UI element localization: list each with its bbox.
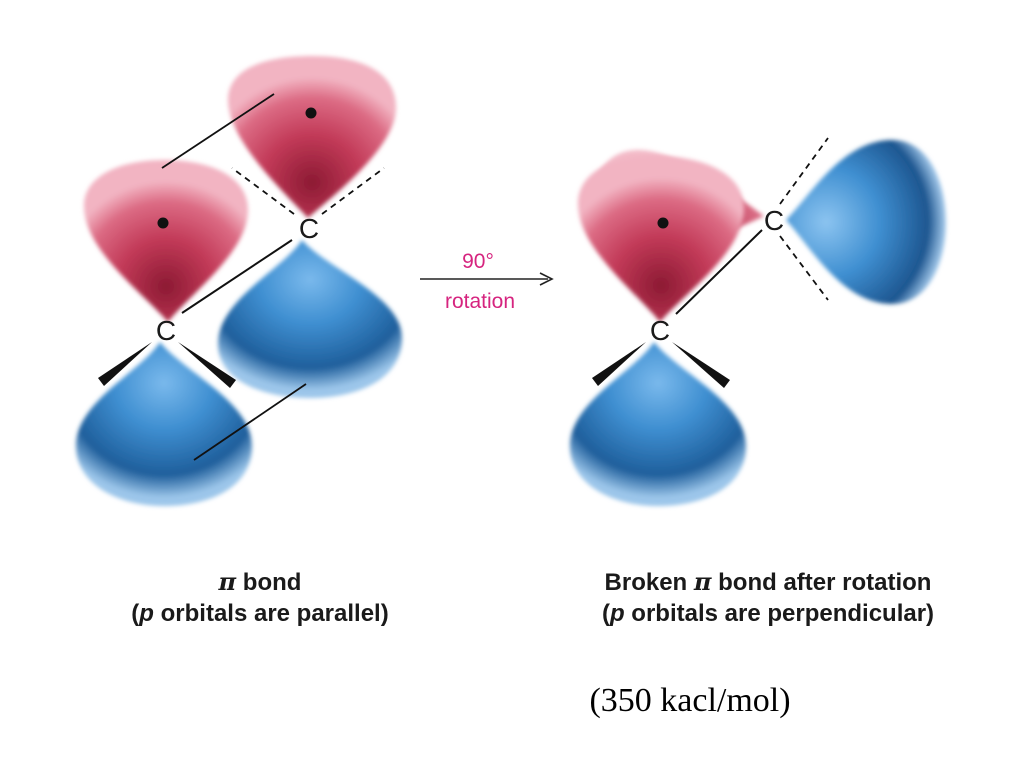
caption-text: orbitals are perpendicular) <box>624 600 935 627</box>
red-p-orbital-lobe-back <box>228 56 396 218</box>
carbon-label-back: C <box>299 213 319 244</box>
red-p-orbital-lobe-fixed <box>578 156 744 322</box>
red-p-orbital-lobe-front <box>84 160 248 322</box>
pi-bond-molecule: C C <box>76 56 402 506</box>
rotation-action-label: rotation <box>445 290 515 313</box>
p-symbol: p <box>139 600 154 627</box>
caption-text: bond <box>236 569 302 596</box>
p-symbol: p <box>609 600 625 627</box>
blue-p-orbital-lobe-back <box>218 240 402 398</box>
wedge-bond-front-left <box>98 342 152 386</box>
sigma-bond-line-rotated <box>675 229 763 315</box>
wedge-bond-fixed-left <box>592 342 646 386</box>
carbon-label-fixed: C <box>650 315 670 346</box>
electron-dot-back <box>305 107 317 119</box>
sigma-bond-line <box>181 239 293 314</box>
blue-p-orbital-lobe-fixed <box>570 342 746 506</box>
caption-text: Broken <box>604 569 694 596</box>
blue-p-orbital-lobe-front <box>76 342 252 506</box>
caption-text: ( <box>131 600 140 627</box>
wedge-bond-front-right <box>178 342 236 388</box>
energy-note: (350 kacl/mol) <box>589 682 791 719</box>
electron-dot-front <box>157 217 169 229</box>
caption-text: ( <box>601 600 610 627</box>
pi-overlap-line-bottom <box>193 383 307 461</box>
caption-text: bond after rotation <box>711 569 932 596</box>
dashed-bond-back-left <box>231 167 295 215</box>
pi-overlap-line-top <box>161 93 275 169</box>
carbon-label-rotated: C <box>764 205 784 236</box>
pi-bond-caption: π bond (p orbitals are parallel) <box>60 566 460 629</box>
pi-bond-caption-line2: (p orbitals are parallel) <box>60 598 460 629</box>
wedge-bond-fixed-right <box>672 342 730 388</box>
arrow-head-icon <box>539 272 554 286</box>
electron-dot-fixed <box>657 217 669 229</box>
blue-p-orbital-lobe-rotated <box>786 140 946 304</box>
broken-pi-bond-caption-line2: (p orbitals are perpendicular) <box>528 598 1008 629</box>
dashed-bond-back-right <box>321 167 385 215</box>
broken-pi-bond-caption-line1: Broken π bond after rotation <box>528 566 1008 598</box>
pi-symbol: π <box>693 567 712 596</box>
carbon-label-front: C <box>156 315 176 346</box>
rotation-arrow: 90° rotation <box>420 250 554 313</box>
caption-text: orbitals are parallel) <box>153 600 389 627</box>
broken-pi-bond-caption: Broken π bond after rotation (p orbitals… <box>528 566 1008 629</box>
pi-bond-caption-line1: π bond <box>60 566 460 598</box>
rotation-angle-label: 90° <box>462 250 494 273</box>
dashed-bond-rotated-down <box>779 235 829 301</box>
broken-pi-bond-molecule: C C <box>570 137 946 506</box>
dashed-bond-rotated-up <box>779 137 829 205</box>
pi-symbol: π <box>218 567 237 596</box>
